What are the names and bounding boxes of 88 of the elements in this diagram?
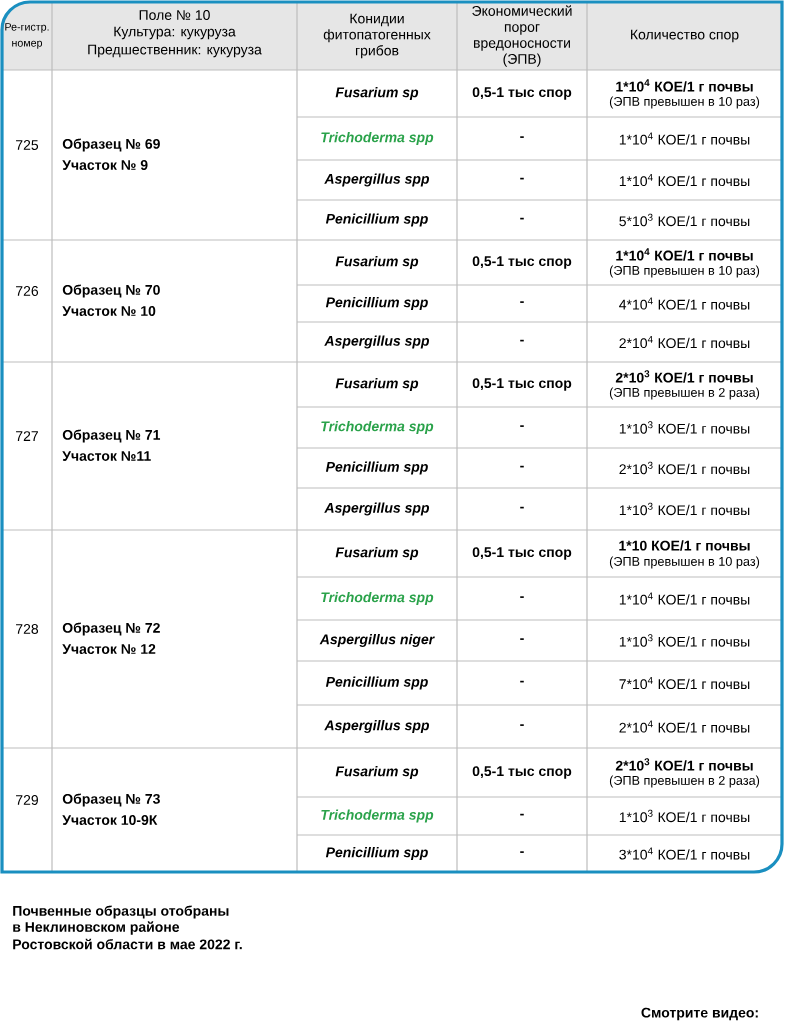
table-cell: 2*10$^{4}$ КОЕ/1 г почвы <box>619 720 750 733</box>
table-cell: 0,5-1 тыс спор <box>472 378 572 391</box>
table-cell: 1*10$^{3}$ КОЕ/1 г почвы <box>619 502 750 516</box>
table-cell: 728 <box>16 624 39 634</box>
table-cell: 1*10$^{4}$ КОЕ/1 г почвы <box>616 79 753 92</box>
table-cell: - <box>520 301 524 303</box>
table-cell: Penicillium spp <box>325 847 428 861</box>
table-cell: Trichoderma spp <box>321 421 434 435</box>
table-cell: 726 <box>16 286 39 296</box>
table-cell: Penicillium spp <box>325 676 428 690</box>
table-cell: 5*10$^{3}$ КОЕ/1 г почвы <box>619 213 750 227</box>
table-cell: 0,5-1 тыс спор <box>472 547 572 560</box>
table-cell: - <box>520 465 524 468</box>
table-cell: - <box>520 638 524 640</box>
table-cell: - <box>520 217 524 220</box>
table-cell: (ЭПВ превышен в 10 раз) <box>609 556 760 569</box>
table-cell: 7*10$^{4}$ КОЕ/1 г почвы <box>619 676 750 690</box>
table-cell: Fusarium sp <box>335 378 419 392</box>
table-cell: Образец № 73 <box>62 793 160 807</box>
table-cell: Fusarium sp <box>335 256 419 270</box>
table-cell: Образец № 71 <box>62 429 161 443</box>
table-cell: Aspergillus niger <box>319 634 435 648</box>
table-cell: 4*10$^{4}$ КОЕ/1 г почвы <box>619 297 750 310</box>
table-cell: 1*10$^{4}$ КОЕ/1 г почвы <box>619 173 750 187</box>
table-cell: 0,5-1 тыс спор <box>472 256 572 269</box>
table-cell: Trichoderma spp <box>321 132 434 146</box>
table-cell: Образец № 69 <box>62 138 160 152</box>
table-cell: 0,5-1 тыс спор <box>472 766 572 779</box>
table-cell: Aspergillus spp <box>324 720 430 734</box>
table-cell: Trichoderma spp <box>321 592 434 606</box>
table-cell: 1*10$^{3}$ КОЕ/1 г почвы <box>619 634 750 647</box>
note-text: Ростовской области в мае 2022 г. <box>13 938 242 950</box>
table-cell: 1*10$^{4}$ КОЕ/1 г почвы <box>619 592 750 605</box>
table-cell: (ЭПВ превышен в 10 раз) <box>609 265 760 278</box>
table-cell: Aspergillus spp <box>324 335 430 349</box>
header-cell: Количество спор <box>631 29 739 43</box>
table-cell: (ЭПВ превышен в 2 раза) <box>609 775 760 788</box>
table-cell: 1*10$^{3}$ КОЕ/1 г почвы <box>619 809 750 823</box>
table-cell: - <box>520 851 524 853</box>
table-cell: - <box>520 506 524 509</box>
table-cell: Fusarium sp <box>335 766 419 780</box>
table-cell: - <box>520 596 524 598</box>
caption-text: Смотрите видео: <box>641 1007 758 1021</box>
table-cell: - <box>520 680 524 683</box>
table-cell: 3*10$^{4}$ КОЕ/1 г почвы <box>619 847 750 860</box>
table-cell: - <box>520 177 524 180</box>
table-cell: Penicillium spp <box>325 461 428 475</box>
table-cell: Aspergillus spp <box>324 173 430 187</box>
header-cell: Предшественник: кукуруза <box>88 44 262 58</box>
header-cell: Экономический порог вредоносности (ЭПВ) <box>472 5 572 67</box>
table-cell: Fusarium sp <box>335 547 419 561</box>
table-cell: Aspergillus spp <box>324 502 430 516</box>
table-cell: 729 <box>16 795 38 805</box>
table-cell: 1*10$^{3}$ КОЕ/1 г почвы <box>619 421 750 434</box>
table-cell: Fusarium sp <box>335 87 419 101</box>
table-cell: 727 <box>16 431 38 441</box>
table-cell: 1*10$^{4}$ КОЕ/1 г почвы <box>616 248 753 261</box>
table-cell: Участок № 10 <box>62 306 156 316</box>
table-cell: (ЭПВ превышен в 2 раза) <box>609 387 760 400</box>
header-cell: Поле № 10 <box>139 10 210 20</box>
table-cell: Участок № 9 <box>62 160 148 170</box>
table-cell: 2*10$^{3}$ КОЕ/1 г почвы <box>619 461 750 475</box>
note-text: в Неклиновском районе <box>13 921 180 935</box>
table-cell: - <box>520 136 524 138</box>
table-cell: 2*10$^{4}$ КОЕ/1 г почвы <box>619 335 750 349</box>
table-cell: Участок 10-9К <box>62 815 158 825</box>
table-cell: Участок №11 <box>62 451 151 461</box>
table-cell: 0,5-1 тыс спор <box>472 87 572 100</box>
table-cell: 1*10 КОЕ/1 г почвы <box>619 540 750 551</box>
table-cell: Penicillium spp <box>325 213 428 227</box>
table-cell: 2*10$^{3}$ КОЕ/1 г почвы <box>615 758 753 771</box>
table-cell: (ЭПВ превышен в 10 раз) <box>609 96 760 109</box>
table-cell: Penicillium spp <box>325 297 428 311</box>
note-text: Почвенные образцы отобраны <box>13 905 229 919</box>
header-cell: Конидии фитопатогенных грибов <box>323 13 431 59</box>
table-cell: - <box>520 724 524 726</box>
table-cell: 725 <box>16 140 39 150</box>
header-cell: Ре-гистр. номер <box>5 23 49 49</box>
table-cell: Trichoderma spp <box>321 809 434 823</box>
table-cell: 1*10$^{4}$ КОЕ/1 г почвы <box>619 132 750 145</box>
header-cell: Культура: кукуруза <box>114 26 236 40</box>
table-cell: - <box>520 339 524 342</box>
table-cell: Образец № 70 <box>62 284 160 298</box>
table-cell: - <box>520 425 524 427</box>
table-cell: Образец № 72 <box>62 622 160 636</box>
table-cell: Участок № 12 <box>62 644 156 654</box>
table-cell: 2*10$^{3}$ КОЕ/1 г почвы <box>615 370 753 383</box>
table-cell: - <box>520 813 524 816</box>
